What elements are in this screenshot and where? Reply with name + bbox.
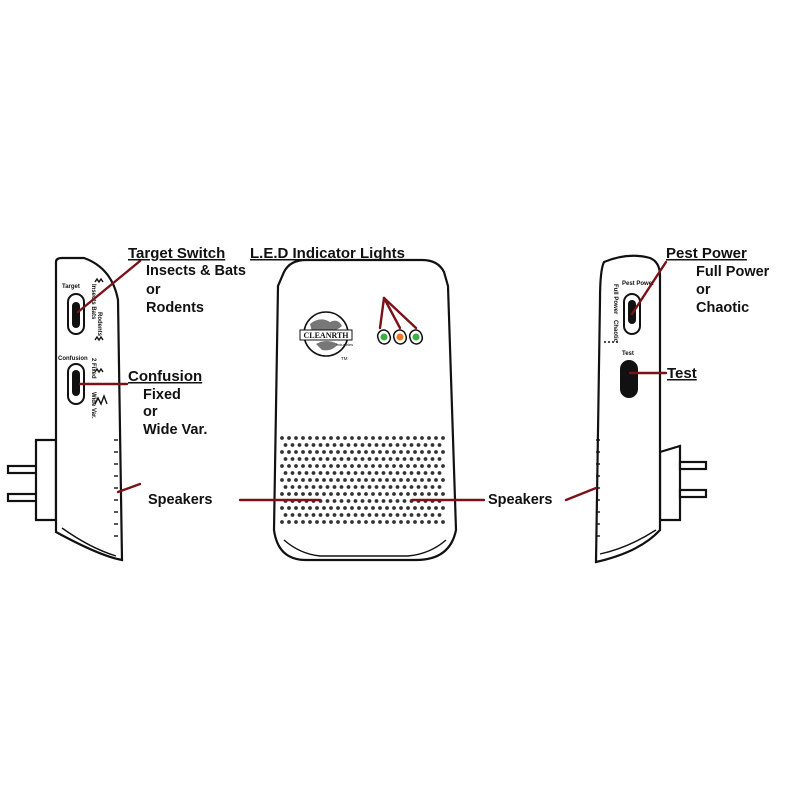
speakers-left-label: Speakers <box>148 492 213 508</box>
confusion-label: Confusion <box>58 356 88 362</box>
fixed-label: 2 Fixed <box>90 358 96 379</box>
leader-led-2 <box>382 296 402 330</box>
full-power-label: Full Power <box>612 284 618 315</box>
confusion-title: Confusion <box>128 368 202 385</box>
pest-power-line-3: Chaotic <box>696 300 749 316</box>
test-label: Test <box>622 351 634 357</box>
left-plug <box>6 438 58 522</box>
front-view: CLEANRTH industries TM <box>272 258 458 562</box>
svg-text:TM: TM <box>341 356 348 361</box>
wide-wave-icon <box>94 394 108 406</box>
right-plug <box>658 444 708 522</box>
front-speaker-grille <box>280 436 445 524</box>
led-green-left <box>380 333 388 341</box>
right-side-view: Pest Power Full Power Chaotic Test <box>594 254 708 564</box>
confusion-line-2: or <box>143 404 158 420</box>
pest-power-line-1: Full Power <box>696 264 770 280</box>
confusion-line-3: Wide Var. <box>143 422 207 438</box>
leader-speakers-right-side <box>564 486 598 502</box>
svg-text:CLEANRTH: CLEANRTH <box>303 331 349 340</box>
pest-power-title: Pest Power <box>666 245 747 262</box>
led-title: L.E.D Indicator Lights <box>250 245 405 262</box>
pest-power-line-2: or <box>696 282 711 298</box>
leader-target <box>76 259 142 314</box>
leader-lines <box>76 259 668 502</box>
led-indicators <box>376 329 424 345</box>
cleanrth-logo: CLEANRTH industries TM <box>299 311 353 361</box>
chaotic-label: Chaotic <box>612 320 618 343</box>
led-green-right <box>412 333 420 341</box>
led-orange <box>396 333 404 341</box>
svg-text:industries: industries <box>336 342 353 347</box>
leader-speakers-left-side <box>116 482 142 494</box>
target-switch-line-3: Rodents <box>146 300 204 316</box>
callout-texts: Target Switch Insects & Bats or Rodents … <box>128 245 770 508</box>
insects-bats-label: Insects Bats <box>90 284 96 320</box>
left-speaker-grille <box>114 439 118 537</box>
fixed-wave-icon <box>94 367 104 374</box>
test-button[interactable] <box>620 360 638 398</box>
confusion-line-1: Fixed <box>143 387 181 403</box>
target-switch-line-1: Insects & Bats <box>146 263 246 279</box>
right-device-body <box>594 254 662 564</box>
pest-label: Pest Power <box>622 281 655 287</box>
high-wave-icon <box>94 277 104 284</box>
target-label: Target <box>62 284 80 290</box>
left-side-view: Target Insects Bats Rodents Confusion 2 … <box>6 256 124 562</box>
wide-var-label: Wide Var. <box>90 392 96 419</box>
leader-pest-power <box>630 260 668 316</box>
target-switch-title: Target Switch <box>128 245 225 262</box>
test-title: Test <box>667 365 697 382</box>
target-switch-line-2: or <box>146 282 161 298</box>
speakers-right-label: Speakers <box>488 492 553 508</box>
rodents-label: Rodents <box>96 312 102 337</box>
leader-led-1 <box>378 296 386 330</box>
low-wave-icon <box>94 335 104 342</box>
leader-led-3 <box>382 296 418 330</box>
